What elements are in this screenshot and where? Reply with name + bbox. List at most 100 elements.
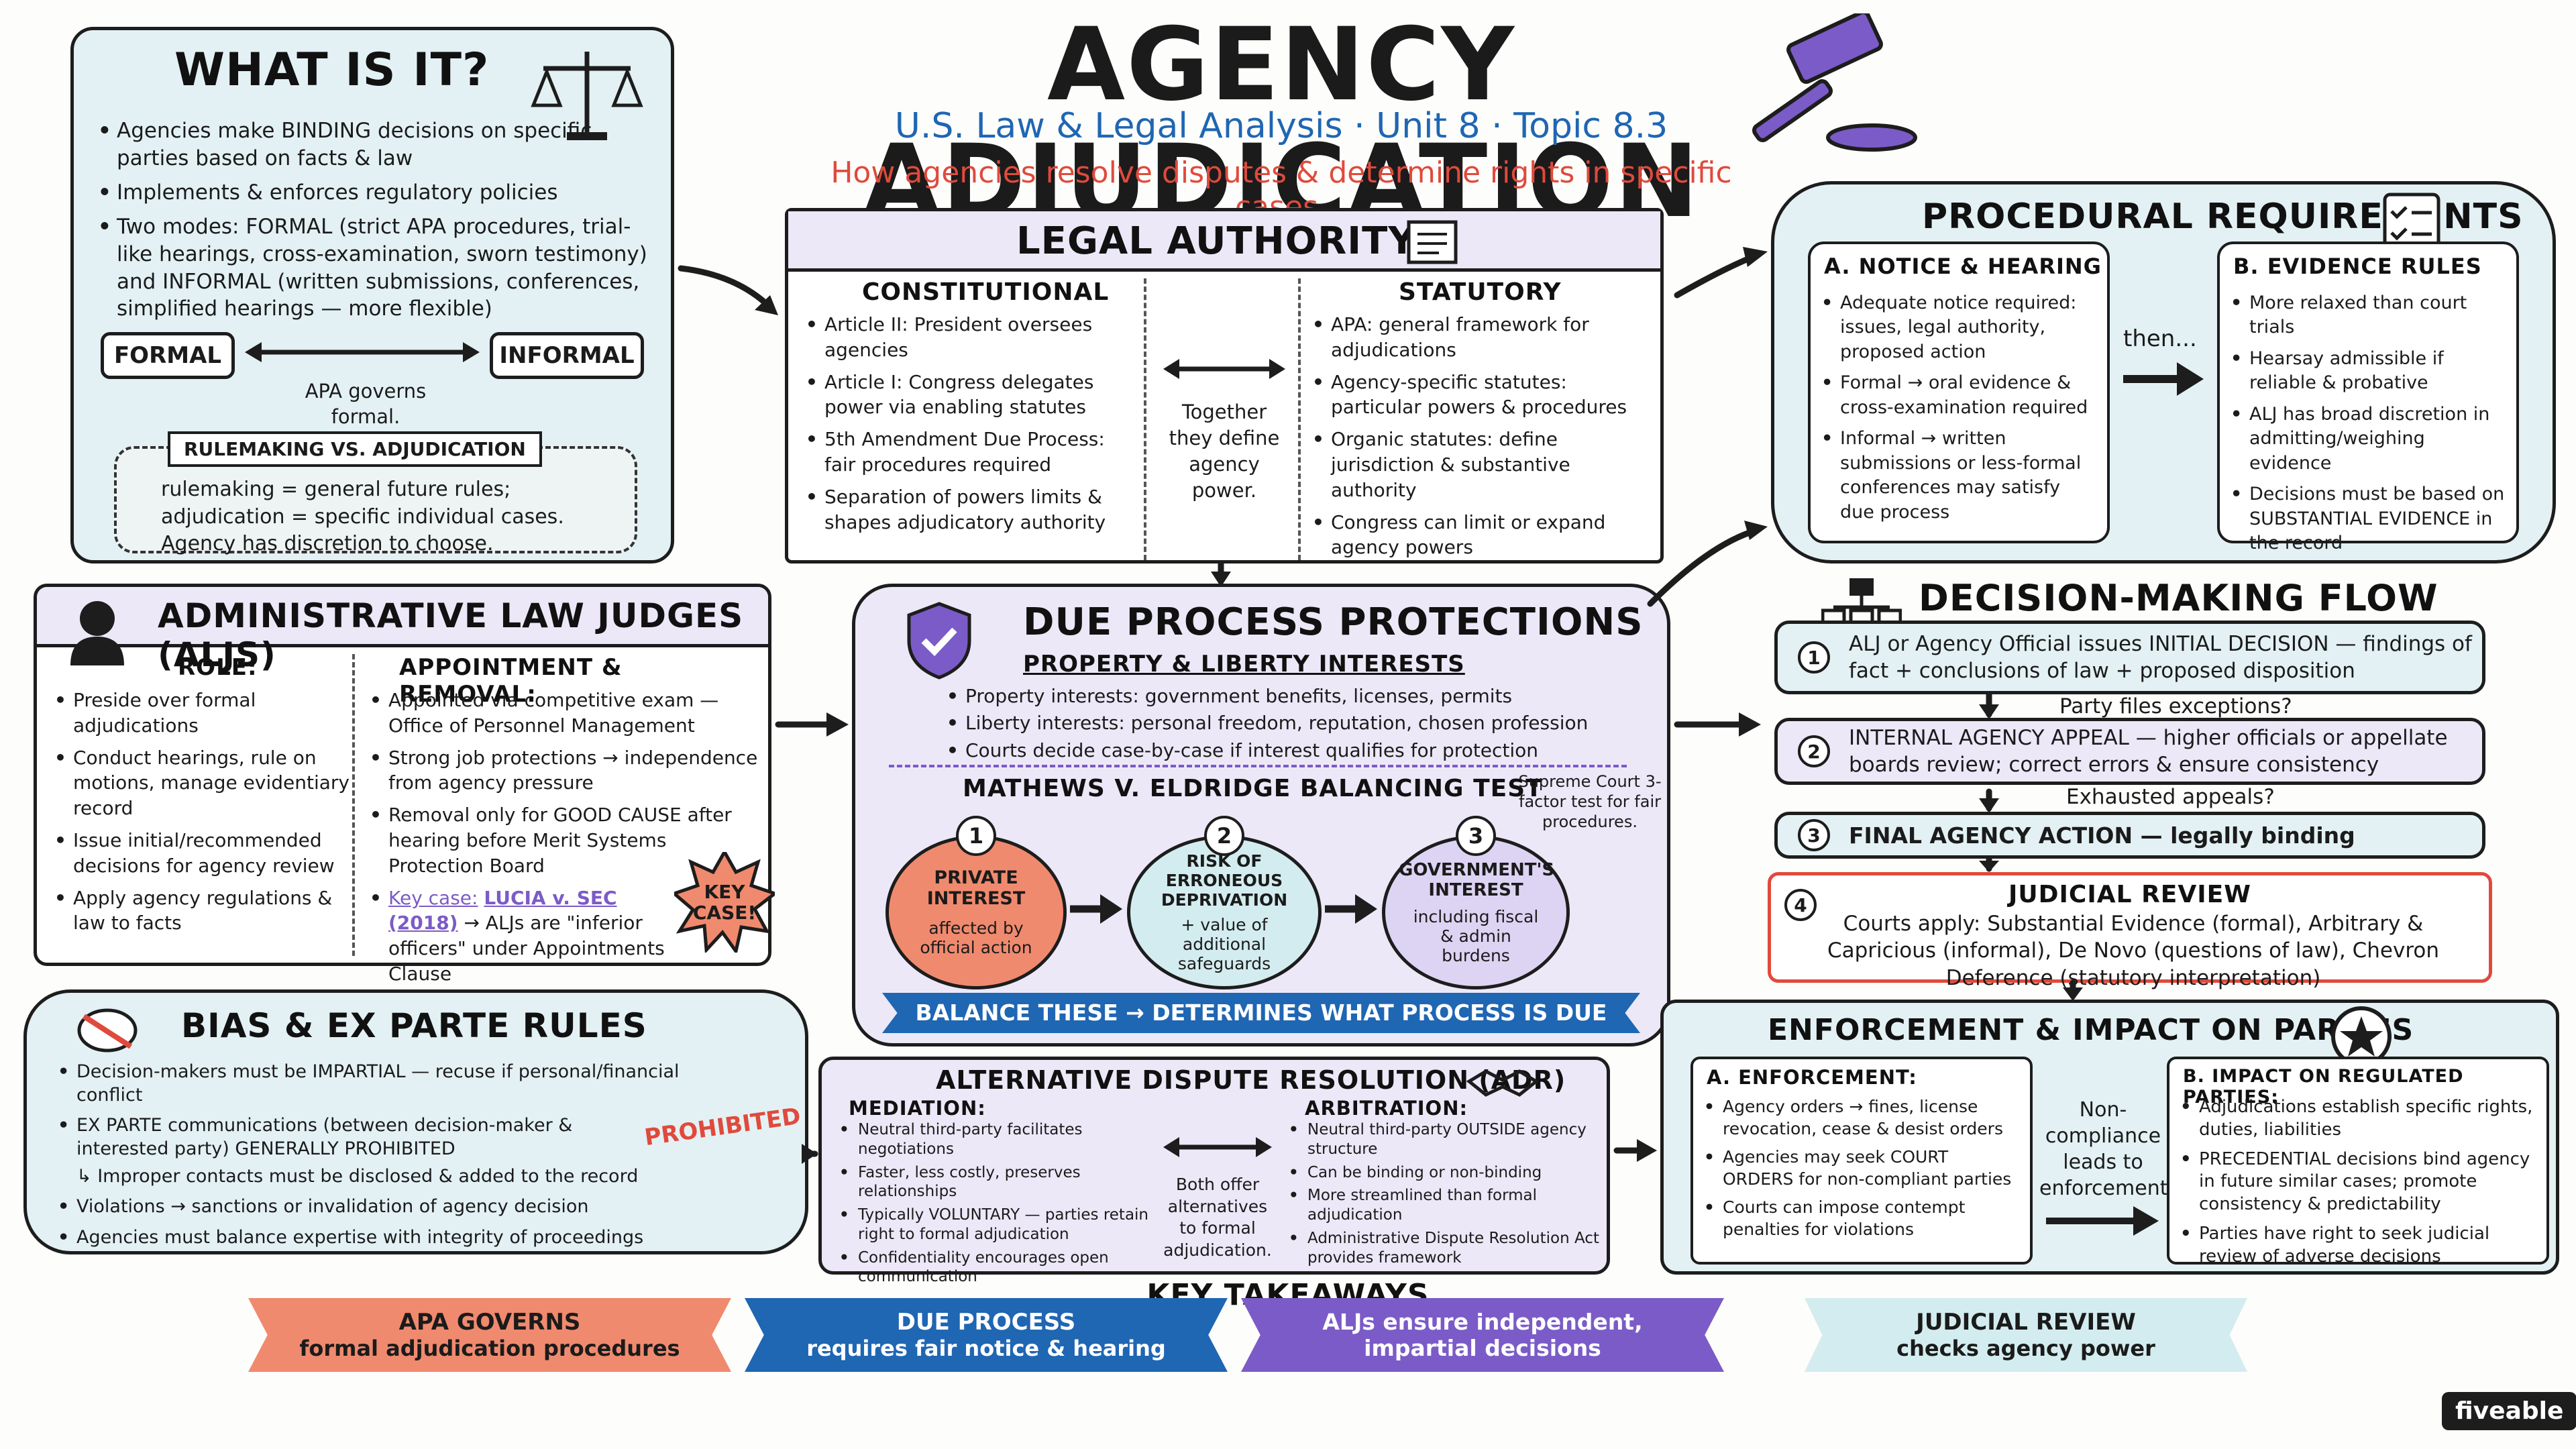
list-item: Two modes: FORMAL (strict APA procedures…: [94, 213, 651, 323]
list-item: Decisions must be based on SUBSTANTIAL E…: [2226, 482, 2508, 555]
gavel-icon: [1752, 13, 1917, 152]
takeaway-alj-title: ALJs ensure independent,: [1322, 1309, 1643, 1335]
handshake-icon: [1466, 1069, 1540, 1097]
alj-title: Administrative Law Judges (ALJs): [158, 596, 744, 674]
government-interest-circle: 3 Government's Interest including fiscal…: [1382, 816, 1570, 989]
procedural-panel: Procedural Requirements A. Notice & Hear…: [1771, 181, 2556, 564]
list-item: Liberty interests: personal freedom, rep…: [943, 711, 1647, 736]
list-item: Key case: LUCIA v. SEC (2018) → ALJs are…: [366, 885, 667, 987]
shield-icon: [907, 602, 971, 680]
subtitle: U.S. Law & Legal Analysis · Unit 8 · Top…: [894, 106, 1668, 146]
list-item: Congress can limit or expand agency powe…: [1308, 510, 1654, 561]
risk-text: + value of additional safeguards: [1177, 915, 1271, 973]
due-process-panel: Due Process Protections Property & Liber…: [852, 584, 1670, 1046]
flow-step-2: 2 INTERNAL AGENCY APPEAL — higher offici…: [1774, 718, 2485, 785]
government-text: including fiscal & admin burdens: [1413, 906, 1539, 965]
flow-step-1: 1 ALJ or Agency Official issues INITIAL …: [1774, 621, 2485, 694]
list-item: Agency orders → fines, license revocatio…: [1700, 1096, 2022, 1140]
authority-middle-note: Together they define agency power.: [1169, 400, 1280, 502]
divider: [1298, 278, 1301, 560]
flow-step-3-text: FINAL AGENCY ACTION — legally binding: [1849, 822, 2355, 849]
statutory-title: Statutory: [1399, 278, 1562, 306]
list-item: Apply agency regulations & law to facts: [50, 885, 352, 936]
list-item: Appointed via competitive exam — Office …: [366, 688, 761, 739]
takeaway-judicial-title: Judicial Review: [1916, 1309, 2136, 1336]
key-case-name: LUCIA v. SEC (2018): [388, 886, 617, 934]
constitutional-list: Article II: President oversees agencies …: [802, 312, 1130, 541]
adr-middle-note: Both offer alternatives to formal adjudi…: [1163, 1175, 1272, 1260]
takeaway-apa-title: APA Governs: [398, 1309, 581, 1336]
double-arrow-icon: [1163, 359, 1285, 379]
bias-title: Bias & Ex Parte Rules: [181, 1006, 647, 1045]
takeaway-judicial-text: checks agency power: [1896, 1336, 2155, 1361]
enforcement-panel: Enforcement & Impact on Parties A. Enfor…: [1660, 1000, 2559, 1275]
government-title: Government's Interest: [1399, 859, 1555, 900]
list-item: Adjudications establish specific rights,…: [2176, 1096, 2545, 1142]
list-item: Typically VOLUNTARY — parties retain rig…: [835, 1205, 1150, 1244]
list-item: Property interests: government benefits,…: [943, 684, 1647, 709]
then-label: then...: [2123, 325, 2197, 352]
appointment-list: Appointed via competitive exam — Office …: [366, 688, 761, 994]
what-bullets: Agencies make BINDING decisions on speci…: [94, 117, 651, 329]
takeaway-apa-text: formal adjudication procedures: [299, 1336, 680, 1361]
brand-logo: fiveable: [2442, 1392, 2576, 1430]
role-title: Role:: [178, 654, 258, 681]
list-item: Issue initial/recommended decisions for …: [50, 828, 352, 879]
bias-panel: Bias & Ex Parte Rules Decision-makers mu…: [23, 989, 808, 1254]
key-case-label: Key case:: [388, 886, 478, 909]
scroll-icon: [1407, 220, 1458, 264]
list-item: Neutral third-party OUTSIDE agency struc…: [1285, 1120, 1607, 1159]
list-item: 5th Amendment Due Process: fair procedur…: [802, 427, 1130, 478]
flow-question-2: Exhausted appeals?: [2066, 785, 2275, 809]
due-process-title: Due Process Protections: [1023, 600, 1644, 644]
list-item: Article II: President oversees agencies: [802, 312, 1130, 363]
private-interest-text: affected by official action: [920, 918, 1032, 957]
list-item: Violations → sanctions or invalidation o…: [54, 1195, 724, 1218]
flow-step-3: 3 FINAL AGENCY ACTION — legally binding: [1774, 812, 2485, 859]
balance-banner: Balance these → Determines what process …: [882, 993, 1640, 1033]
takeaway-apa: APA Governs formal adjudication procedur…: [248, 1298, 731, 1372]
enforcement-b-list: Adjudications establish specific rights,…: [2176, 1096, 2545, 1275]
list-item: Agencies must balance expertise with int…: [54, 1226, 724, 1249]
list-item: Implements & enforces regulatory policie…: [94, 179, 651, 207]
flow-step-2-text: INTERNAL AGENCY APPEAL — higher official…: [1849, 725, 2448, 777]
private-interest-title: Private Interest: [926, 867, 1026, 909]
arbitration-title: Arbitration:: [1305, 1097, 1468, 1120]
notice-hearing-box: A. Notice & Hearing Adequate notice requ…: [1808, 241, 2110, 543]
enforcement-middle-note: Non-compliance leads to enforcement.: [2039, 1098, 2175, 1200]
adr-title: Alternative Dispute Resolution (ADR): [936, 1065, 1566, 1095]
alj-panel: Administrative Law Judges (ALJs) Role: P…: [34, 584, 775, 985]
divider: [1144, 278, 1146, 560]
divider: [352, 654, 355, 956]
evidence-rules-title: B. Evidence Rules: [2233, 254, 2482, 279]
takeaway-due-text: requires fair notice & hearing: [806, 1336, 1166, 1361]
takeaway-alj: ALJs ensure independent, impartial decis…: [1241, 1298, 1724, 1372]
judicial-review-title: Judicial Review: [2008, 881, 2251, 908]
mathews-title: Mathews v. Eldridge Balancing Test: [963, 775, 1543, 802]
list-item: More streamlined than formal adjudicatio…: [1285, 1186, 1607, 1225]
judicial-review-text: Courts apply: Substantial Evidence (form…: [1827, 912, 2440, 990]
enforcement-a-box: A. Enforcement: Agency orders → fines, l…: [1690, 1057, 2033, 1265]
list-item: Removal only for GOOD CAUSE after hearin…: [366, 802, 761, 878]
mathews-note: Supreme Court 3-factor test for fair pro…: [1518, 772, 1662, 831]
informal-tag: Informal: [490, 332, 644, 379]
ex-parte-text: EX PARTE communications (between decisio…: [76, 1115, 573, 1160]
risk-circle: 2 Risk of Erroneous Deprivation + value …: [1127, 816, 1322, 989]
list-item: Article I: Congress delegates power via …: [802, 370, 1130, 421]
constitutional-title: Constitutional: [862, 278, 1110, 306]
arrow-right-icon: [2123, 362, 2204, 396]
takeaway-judicial: Judicial Review checks agency power: [1805, 1298, 2247, 1372]
list-item: Agencies make BINDING decisions on speci…: [94, 117, 651, 172]
list-item: Confidentiality encourages open communic…: [835, 1248, 1150, 1287]
step-number: 4: [1784, 889, 1817, 921]
flow-step-4: 4 Judicial Review Courts apply: Substant…: [1768, 872, 2492, 990]
enforcement-a-list: Agency orders → fines, license revocatio…: [1700, 1096, 2022, 1247]
legal-authority-title: Legal Authority: [1016, 219, 1416, 263]
flow-title: Decision-Making Flow: [1919, 577, 2438, 619]
no-talking-icon: [77, 1008, 138, 1053]
arrow-right-icon: [2046, 1206, 2159, 1236]
judge-icon: [70, 601, 124, 665]
double-arrow-icon: [245, 342, 480, 362]
list-item: Faster, less costly, preserves relations…: [835, 1163, 1150, 1202]
